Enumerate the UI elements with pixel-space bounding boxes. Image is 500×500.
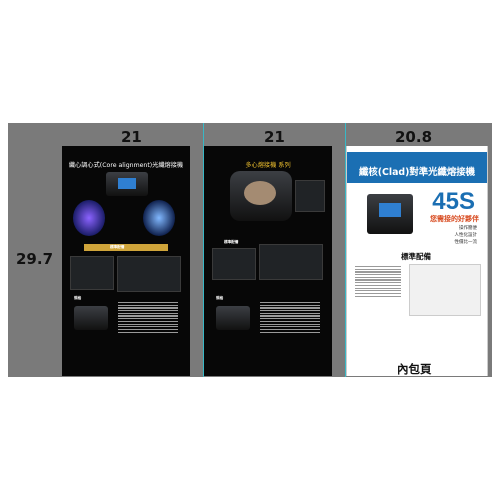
page-panel-1: 纖心調心式(Core alignment)光纖熔接機 標準配備 規格 [62, 146, 190, 376]
panel-1-lens-left [73, 200, 105, 236]
dimension-width-2: 21 [264, 128, 285, 146]
panel-1-section-spec-label: 規格 [74, 296, 82, 300]
panel-1-spec-table [118, 302, 178, 334]
panel-1-machine-image [106, 172, 148, 196]
page-panel-2: 多心熔接機 系列 標準配備 規格 [204, 146, 332, 376]
page-panel-3: 纖核(Clad)對準光纖熔接機 45S 您需接的好夥伴 操作簡便 人性化設計 性… [346, 146, 488, 376]
panel-1-section-bar [84, 244, 168, 251]
panel-1-accessory-box [70, 256, 114, 290]
panel-1-accessory-grid [117, 256, 181, 292]
guide-line-right [345, 123, 346, 377]
panel-2-accessory-grid [259, 244, 323, 280]
dimension-width-3: 20.8 [395, 128, 433, 146]
panel-3-model-name: 45S [432, 188, 475, 215]
panel-2-section-spec-label: 規格 [216, 296, 224, 300]
panel-3-title: 纖核(Clad)對準光纖熔接機 [358, 167, 476, 178]
panel-3-accessory-grid [409, 264, 481, 316]
panel-3-spec-table [355, 266, 401, 298]
panel-2-accessory-box [212, 248, 256, 280]
panel-3-feature-2: 人性化設計 [454, 233, 478, 238]
panel-3-feature-1: 操作簡便 [459, 226, 477, 231]
panel-3-title-band: 纖核(Clad)對準光纖熔接機 [347, 152, 487, 183]
guide-line-left [203, 123, 204, 377]
panel-3-machine-image [367, 194, 413, 234]
dimension-width-1: 21 [121, 128, 142, 146]
panel-2-spec-table [260, 302, 320, 334]
panel-3-section-kit-label: 標準配備 [401, 252, 431, 261]
panel-2-section-table-label: 標準配備 [224, 240, 239, 244]
panel-2-feature-stack [295, 180, 325, 212]
panel-3-feature-3: 性價比一流 [454, 240, 478, 245]
panel-1-lens-right [143, 200, 175, 236]
footer-label: 內包頁 [397, 362, 432, 376]
panel-1-machine-small [74, 306, 108, 330]
dimension-height: 29.7 [16, 250, 54, 268]
panel-2-machine-image [230, 171, 292, 221]
panel-1-section-table-label: 標準配備 [110, 245, 125, 249]
panel-3-slogan: 您需接的好夥伴 [430, 215, 479, 223]
panel-2-title: 多心熔接機 系列 [245, 162, 291, 169]
panel-2-machine-small [216, 306, 250, 330]
panel-1-title: 纖心調心式(Core alignment)光纖熔接機 [68, 162, 184, 169]
